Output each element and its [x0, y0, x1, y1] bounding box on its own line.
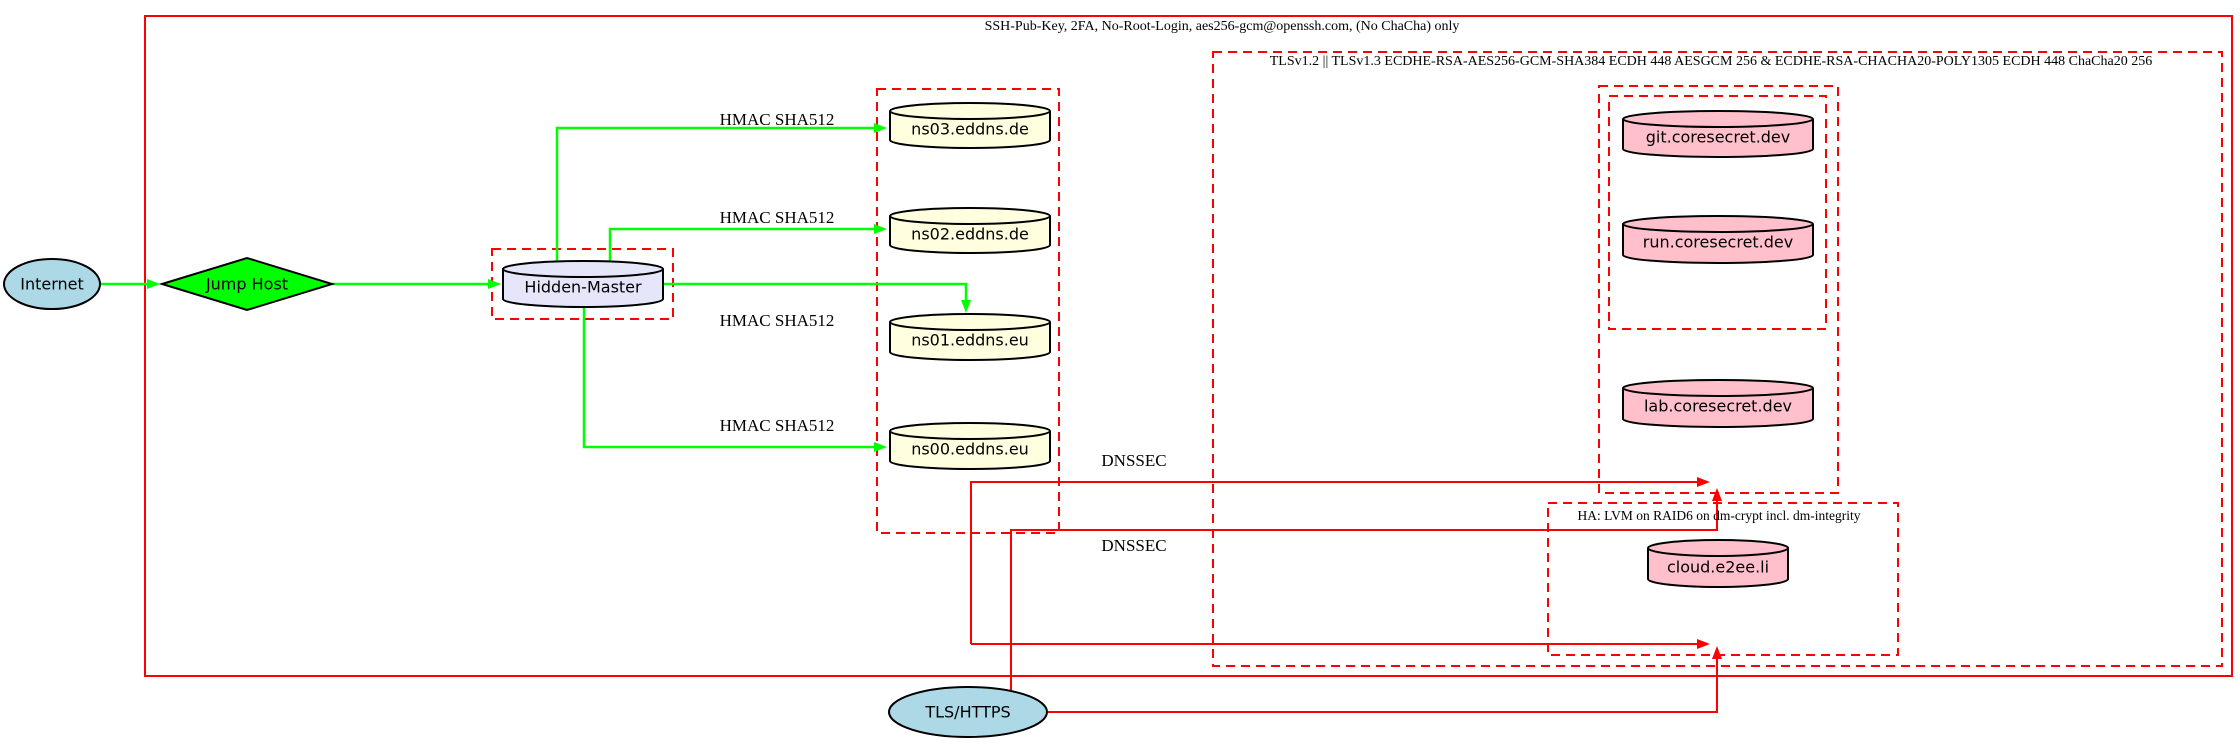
ns01-node-shape [889, 322, 1051, 361]
run-node-top [1622, 215, 1814, 233]
ns02-node-shape [889, 216, 1051, 254]
edge-tlshttps-lab-cluster [1010, 488, 1722, 694]
jump-host-node-shape [158, 256, 336, 312]
cloud-node-shape [1647, 548, 1789, 588]
internet-node-label: Internet [20, 274, 84, 294]
hidden-master-node-shape [502, 269, 664, 308]
git-run-cluster-box [1608, 95, 1827, 330]
edge-hiddenmaster-ns02 [608, 224, 887, 261]
ns02-node-label: ns02.eddns.de [911, 224, 1029, 244]
edge-tlshttps-ha-cluster [1047, 646, 1722, 713]
dnssec-edge-label-upper: DNSSEC [1101, 451, 1167, 470]
internet-node-shape [3, 258, 101, 310]
hidden-master-node-label: Hidden-Master [524, 277, 642, 297]
lab-node-shape [1622, 388, 1814, 428]
cloud-node-label: cloud.e2ee.li [1666, 557, 1770, 577]
ha-cluster-box [1547, 502, 1899, 656]
ns02-node-top [889, 207, 1051, 225]
ns01-node-label: ns01.eddns.eu [911, 330, 1029, 350]
edge-hiddenmaster-ns03 [555, 123, 887, 261]
hidden-master-node-top [502, 260, 664, 278]
hmac-edge-label-ns00: HMAC SHA512 [719, 416, 835, 435]
nameserver-cluster-box [876, 88, 1060, 534]
ssh-cluster-box [144, 15, 2233, 677]
ns00-node-label: ns00.eddns.eu [911, 439, 1029, 459]
ssh-cluster-label: SSH-Pub-Key, 2FA, No-Root-Login, aes256-… [984, 19, 1460, 34]
tls-https-node-shape [888, 686, 1048, 738]
git-node-shape [1622, 119, 1814, 158]
hmac-edge-label-ns03: HMAC SHA512 [719, 110, 835, 129]
lab-node-label: lab.coresecret.dev [1643, 396, 1793, 416]
cloud-node-top [1647, 539, 1789, 557]
dnssec-edge-label-lower: DNSSEC [1101, 536, 1167, 555]
run-node-shape [1622, 224, 1814, 264]
ns03-node-shape [889, 111, 1051, 149]
ns03-node-label: ns03.eddns.de [911, 119, 1029, 139]
ns03-node-top [889, 102, 1051, 120]
ns01-node-top [889, 313, 1051, 331]
edge-hiddenmaster-ns00 [582, 307, 887, 452]
tls-https-node-label: TLS/HTTPS [925, 702, 1011, 722]
tls-cluster-label: TLSv1.2 || TLSv1.3 ECDHE-RSA-AES256-GCM-… [1269, 54, 2153, 69]
hmac-edge-label-ns01: HMAC SHA512 [719, 311, 835, 330]
hmac-edge-label-ns02: HMAC SHA512 [719, 208, 835, 227]
ns00-node-shape [889, 431, 1051, 470]
jump-host-node-label: Jump Host [205, 274, 289, 294]
edge-hiddenmaster-ns01 [663, 282, 971, 313]
run-node-label: run.coresecret.dev [1642, 232, 1794, 252]
ha-cluster-label: HA: LVM on RAID6 on dm-crypt incl. dm-in… [1577, 508, 1861, 523]
edge-dnssec-upper [970, 477, 1710, 644]
lab-node-top [1622, 379, 1814, 397]
ns00-node-top [889, 422, 1051, 440]
git-node-label: git.coresecret.dev [1645, 127, 1791, 147]
git-node-top [1622, 110, 1814, 128]
